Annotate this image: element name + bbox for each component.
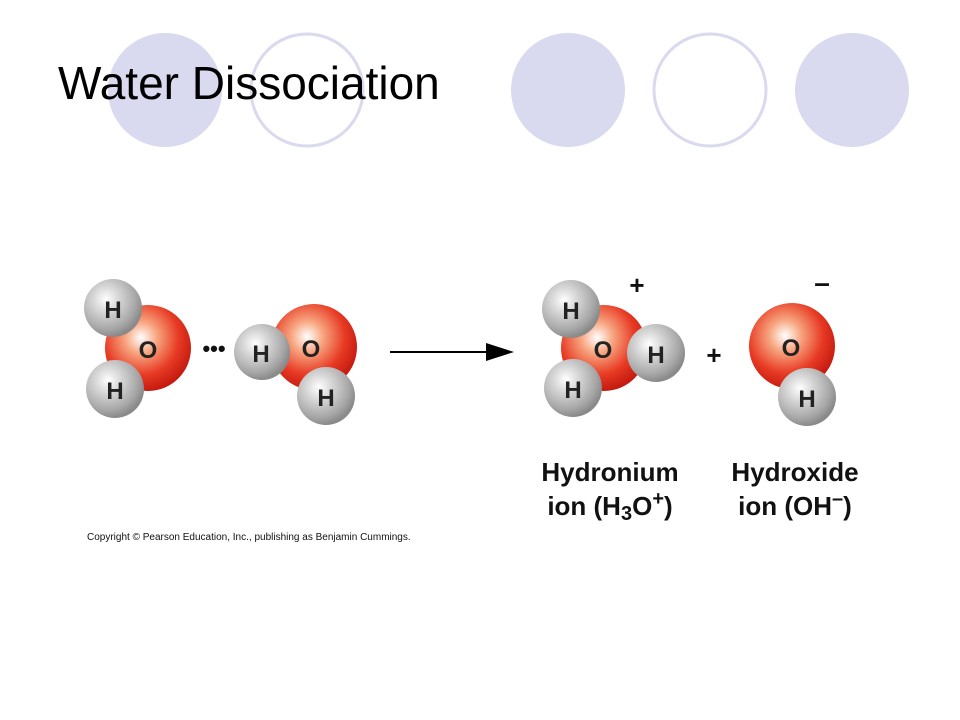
oxygen-atom [749,303,835,389]
hydroxide-charge: – [814,267,830,298]
hydrogen-label: H [564,377,581,404]
hydrogen-label: H [106,378,123,405]
hydrogen-atom [778,368,836,426]
dissociation-diagram: O H H ••• O H H O H H [84,267,836,426]
hydrogen-atom [542,280,600,338]
water-molecule-1: O H H [84,279,191,418]
decorative-circles [108,32,909,148]
slide-title: Water Dissociation [58,57,440,109]
hydrogen-label: H [317,385,334,412]
hydrogen-atom [234,324,290,380]
hydrogen-atom [84,279,142,337]
hydrogen-atom [86,360,144,418]
hydronium-charge: + [629,270,644,300]
oxygen-label: O [782,335,801,362]
hydroxide-caption: Hydroxide ion (OH–) [710,455,880,523]
hydrogen-label: H [104,297,121,324]
hydrogen-atom [544,359,602,417]
hydrogen-bond-dots: ••• [202,336,225,361]
hydroxide-caption-line2: ion (OH–) [738,488,852,521]
oxygen-label: O [139,337,158,364]
plus-sign: + [706,340,721,370]
hydroxide-caption-line1: Hydroxide [731,457,859,487]
hydrogen-label: H [647,342,664,369]
hydrogen-atom [297,367,355,425]
copyright-notice: Copyright © Pearson Education, Inc., pub… [87,532,411,543]
hydrogen-label: H [798,386,815,413]
oxygen-label: O [302,336,321,363]
decor-circle-filled-3 [795,33,909,147]
hydrogen-label: H [562,298,579,325]
hydrogen-label: H [252,341,269,368]
hydronium-caption-line2: ion (H3O+) [547,488,673,525]
reaction-arrow [390,343,514,361]
oxygen-label: O [594,337,613,364]
decor-circle-filled-2 [511,33,625,147]
decor-circle-filled-1 [108,33,222,147]
decor-circle-ring-2 [652,32,768,148]
hydronium-ion: O H H H [542,280,685,417]
hydroxide-ion: O H [749,303,836,426]
oxygen-atom [271,304,357,390]
hydrogen-atom [627,324,685,382]
hydronium-caption-line1: Hydronium [541,457,679,487]
water-molecule-2: O H H [234,304,357,425]
hydronium-caption: Hydronium ion (H3O+) [520,455,700,525]
decor-circle-ring-1 [249,32,365,148]
